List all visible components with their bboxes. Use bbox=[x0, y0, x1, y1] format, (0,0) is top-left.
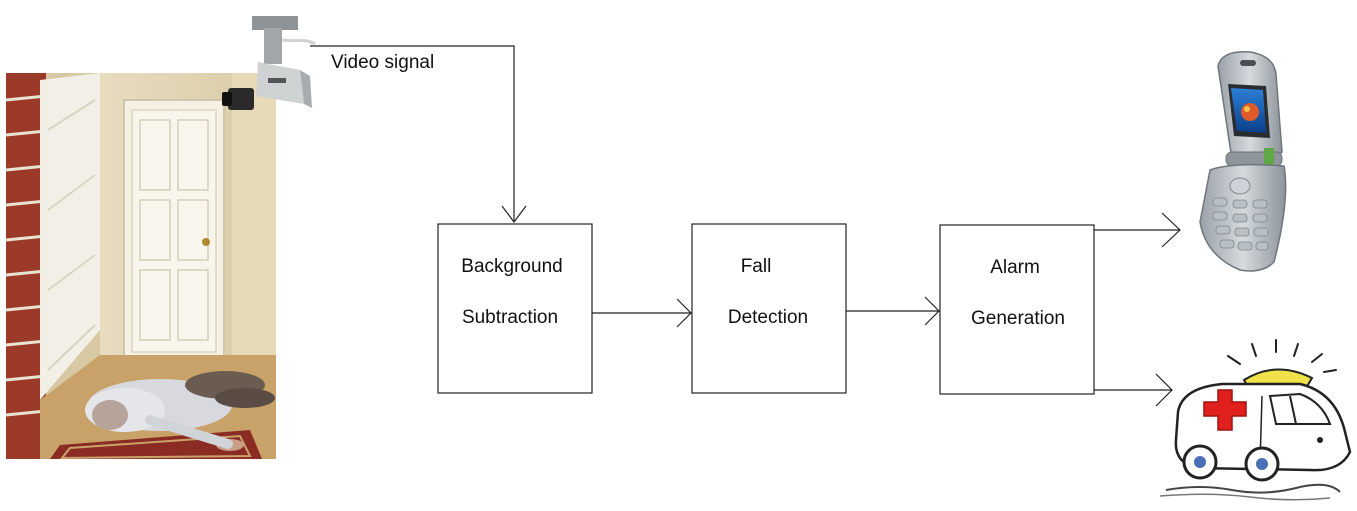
block-label-line1: Fall bbox=[741, 256, 772, 277]
video-signal-line bbox=[310, 45, 515, 222]
block-label-line2: Subtraction bbox=[462, 307, 558, 328]
arrow-alarm-to-phone-head bbox=[1161, 212, 1181, 248]
video-signal-arrowhead bbox=[501, 205, 527, 223]
arrow-fall-to-alarm-head bbox=[924, 296, 940, 326]
block-background-subtraction: Background Subtraction bbox=[437, 223, 593, 394]
ambulance-icon bbox=[1159, 339, 1352, 501]
block-label-line2: Generation bbox=[971, 308, 1065, 329]
arrow-bg-to-fall-head bbox=[676, 298, 692, 328]
block-fall-detection: Fall Detection bbox=[691, 223, 847, 394]
arrow-alarm-to-ambulance-head bbox=[1155, 373, 1173, 407]
video-signal-label: Video signal bbox=[331, 52, 434, 73]
mobile-phone-icon bbox=[1199, 51, 1287, 272]
room-scene-photo bbox=[5, 73, 276, 460]
block-label-line1: Background bbox=[461, 256, 562, 277]
block-label-line1: Alarm bbox=[990, 257, 1040, 278]
connectors bbox=[310, 45, 1181, 407]
security-camera-icon bbox=[222, 16, 316, 110]
block-alarm-generation: Alarm Generation bbox=[939, 224, 1095, 395]
block-label-line2: Detection bbox=[728, 307, 808, 328]
